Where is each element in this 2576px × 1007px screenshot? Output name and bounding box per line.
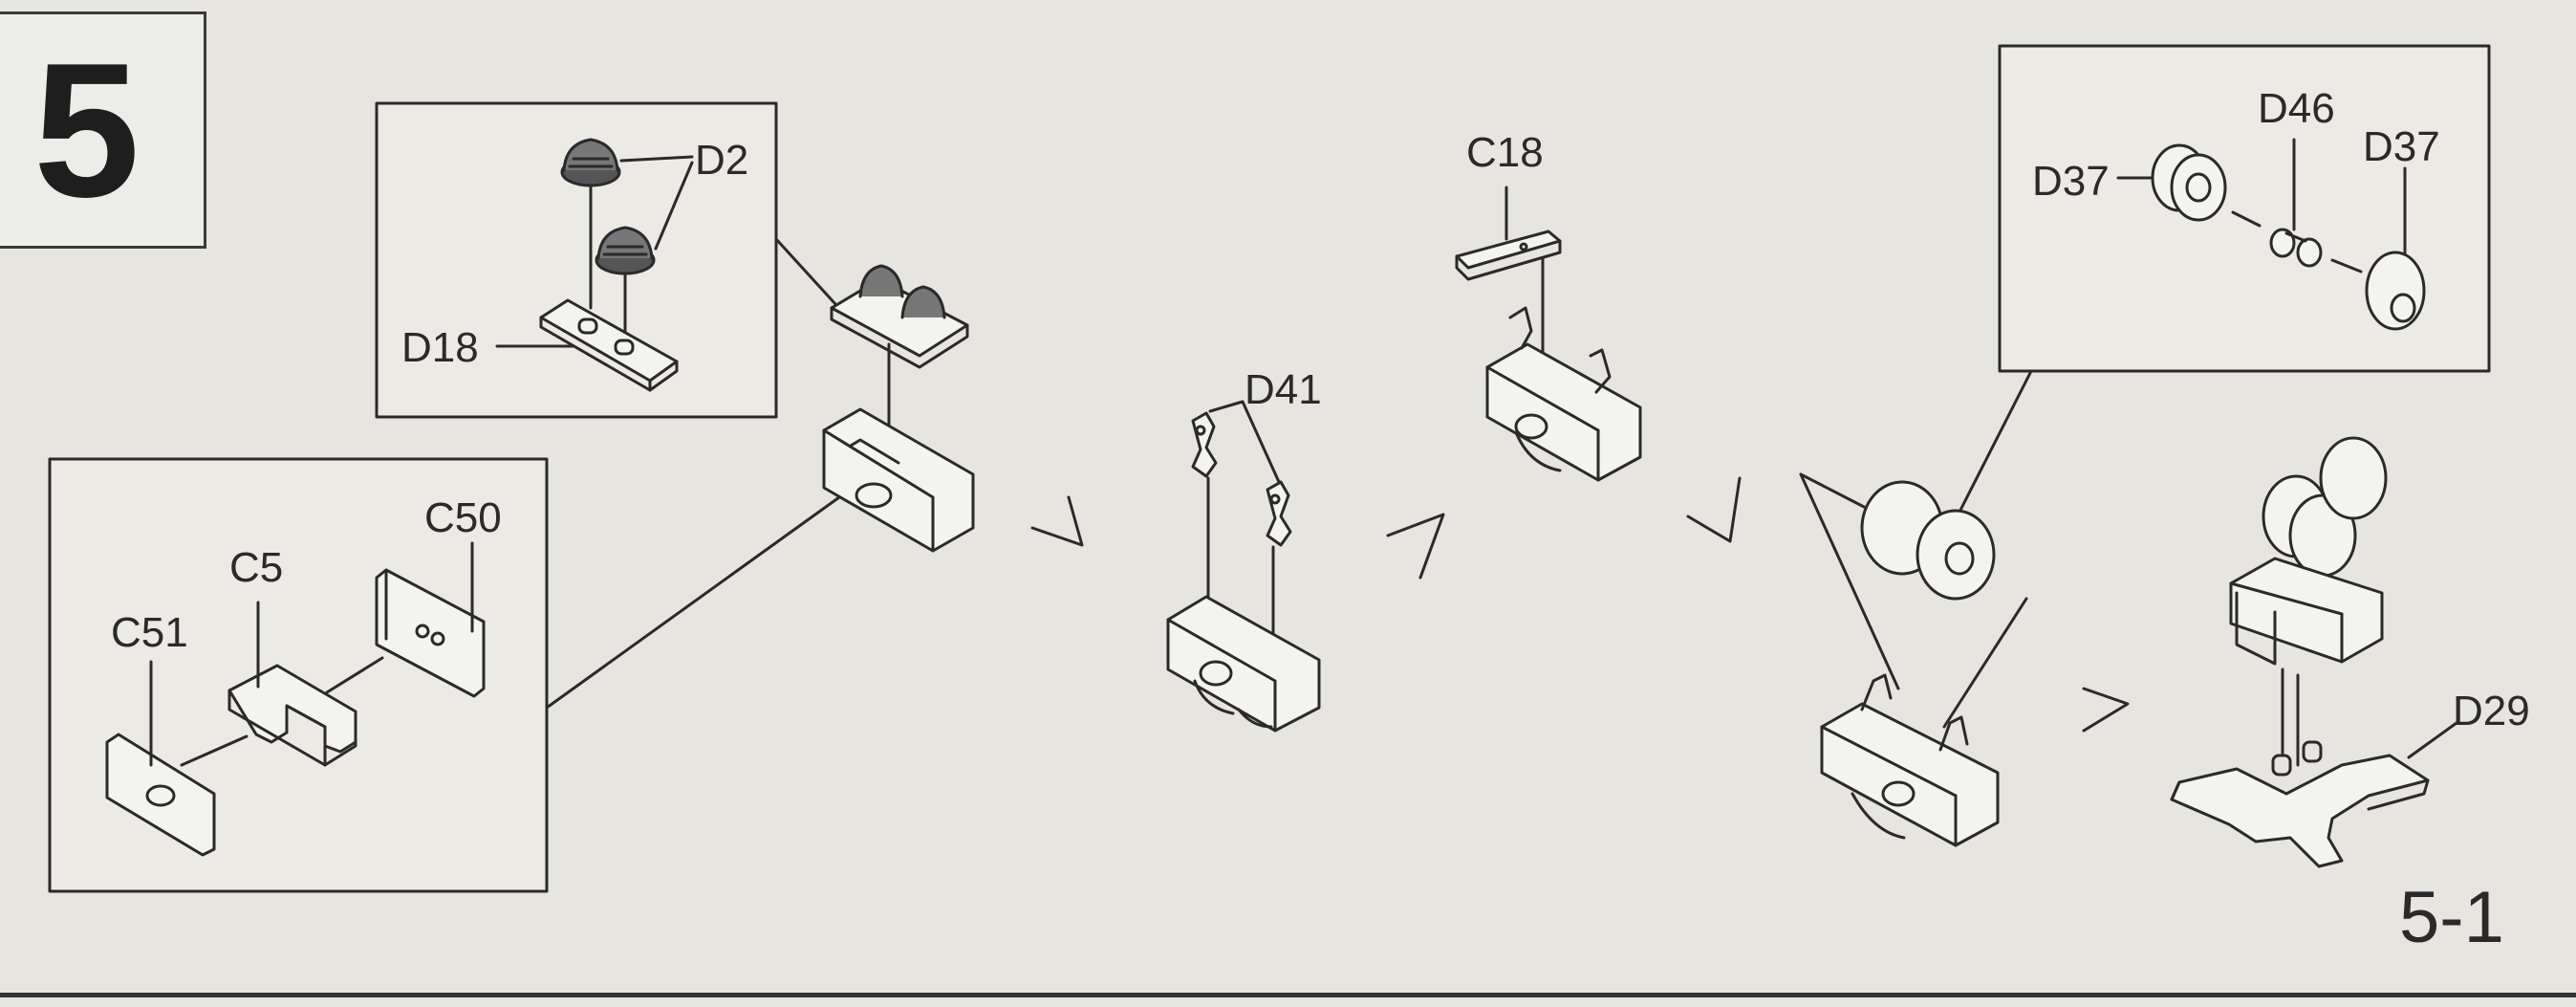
inset-wheelset-box xyxy=(1998,44,2491,373)
label-d46: D46 xyxy=(2258,85,2335,132)
part-d46-axle xyxy=(2269,228,2323,268)
label-d29: D29 xyxy=(2453,688,2530,734)
leader-line xyxy=(619,155,694,163)
label-c51: C51 xyxy=(111,609,188,656)
part-c18-plate xyxy=(1455,230,1562,281)
part-d18-plate xyxy=(539,298,679,392)
assembly-wheelset xyxy=(1860,480,1996,601)
part-d37-wheel xyxy=(2151,143,2227,222)
assembly-chassis xyxy=(1485,306,1642,482)
label-d37-right: D37 xyxy=(2363,123,2440,170)
guide-line xyxy=(1799,472,1900,690)
assembly-chassis xyxy=(1166,595,1321,733)
sub-step-label: 5-1 xyxy=(2399,877,2504,958)
arrow xyxy=(180,734,249,767)
step-arrow xyxy=(1386,513,1445,580)
leader-line xyxy=(2407,721,2458,759)
step-arrow xyxy=(1686,476,1742,543)
step-number: 5 xyxy=(33,24,141,237)
part-c51-plate xyxy=(105,733,216,857)
assembly-final-truck xyxy=(2229,436,2388,767)
leader-line xyxy=(1208,400,1245,413)
leader-line xyxy=(654,161,694,251)
part-c5-channel xyxy=(227,664,357,767)
label-d41: D41 xyxy=(1245,366,1322,413)
part-d41-clip xyxy=(1191,411,1218,478)
label-c5: C5 xyxy=(229,544,284,591)
callout-line xyxy=(1948,369,2033,533)
part-c50-plate xyxy=(375,568,486,698)
guide-line xyxy=(1942,597,2028,729)
label-c50: C50 xyxy=(424,494,502,541)
label-c18: C18 xyxy=(1466,129,1544,176)
arrow xyxy=(2330,258,2363,274)
part-d29-stand xyxy=(2170,740,2430,868)
assembly-chassis xyxy=(1820,673,2000,847)
label-d37-left: D37 xyxy=(2032,158,2110,205)
callout-line xyxy=(545,495,841,710)
part-d41-clip xyxy=(1266,480,1292,547)
arrow xyxy=(325,656,384,694)
guide-line xyxy=(1799,472,1866,509)
label-d2: D2 xyxy=(695,137,749,184)
step-arrow xyxy=(2082,687,2130,733)
bottom-rule xyxy=(0,993,2576,997)
step-number-box: 5 xyxy=(0,11,206,249)
part-d2-cap xyxy=(595,226,656,275)
assembly-chassis xyxy=(822,407,975,553)
arrow xyxy=(2231,210,2262,228)
step-arrow xyxy=(1030,495,1084,547)
assembly-base xyxy=(830,264,969,451)
callout-line xyxy=(774,237,848,317)
part-d2-cap xyxy=(560,138,621,187)
leader-line xyxy=(1241,400,1281,484)
label-d18: D18 xyxy=(401,324,479,371)
part-d37-wheel xyxy=(2365,251,2426,331)
